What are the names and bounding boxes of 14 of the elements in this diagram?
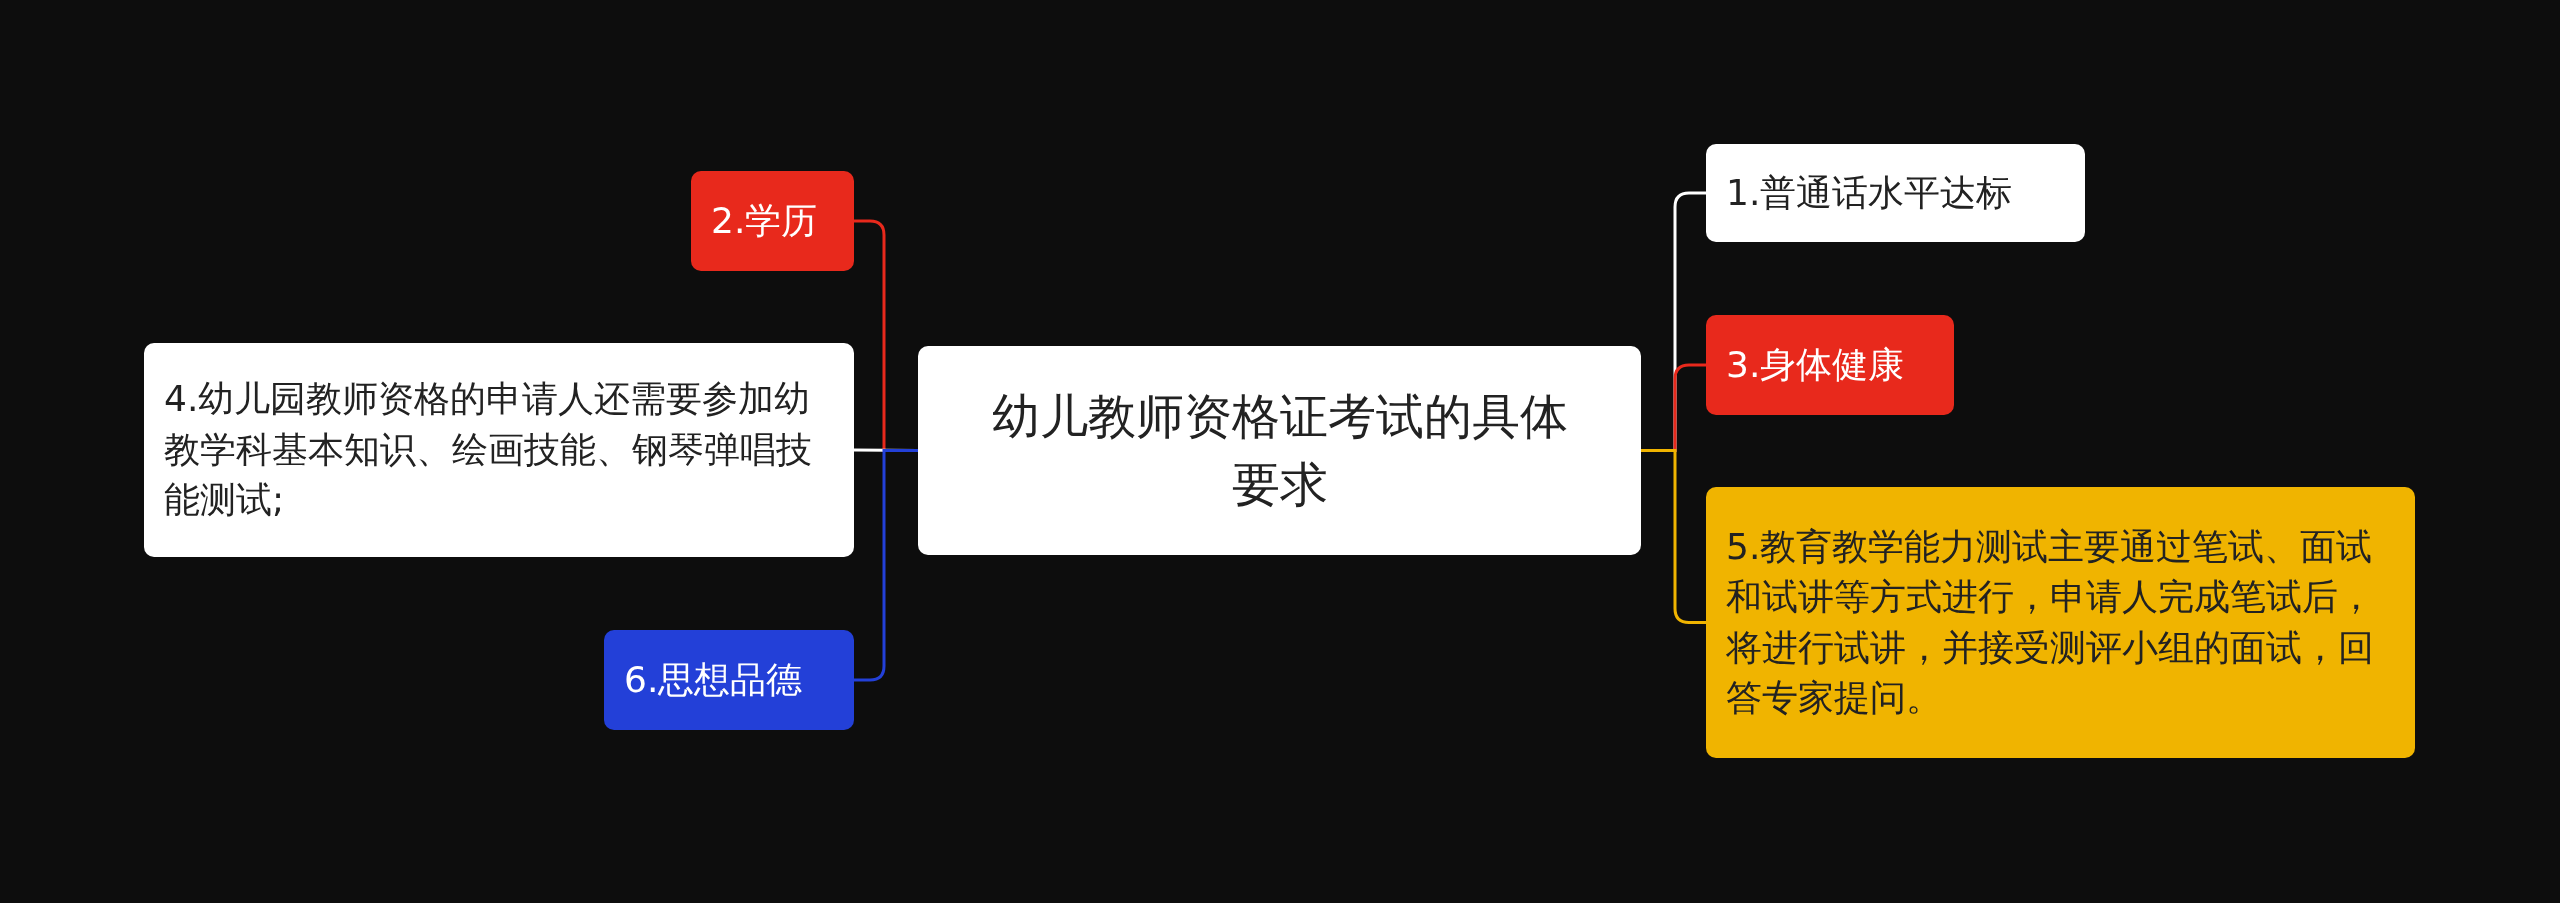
topic-text: 2.学历 (711, 198, 818, 243)
topic-text: 5.教育教学能力测试主要通过笔试、面试和试讲等方式进行，申请人完成笔试后，将进行试讲，并接受测评小组的面试，回答专家提问。 (1726, 524, 2375, 720)
topic-box (1706, 487, 2415, 758)
topic-box (1706, 315, 1954, 415)
topic-text: 4.幼儿园教师资格的申请人还需要参加幼教学科基本知识、绘画技能、钢琴弹唱技能测试; (164, 377, 813, 523)
topic-box (144, 343, 854, 557)
topic-text: 6.思想品德 (624, 657, 803, 702)
topic-text: 1.普通话水平达标 (1726, 170, 2013, 215)
topic-box (691, 171, 854, 271)
central-topic (918, 346, 1641, 555)
topic-text: 幼儿教师资格证考试的具体要求 (990, 387, 1569, 514)
topic-box (604, 630, 854, 730)
topic-text: 3.身体健康 (1726, 342, 1905, 387)
topic-box (1706, 144, 2085, 242)
